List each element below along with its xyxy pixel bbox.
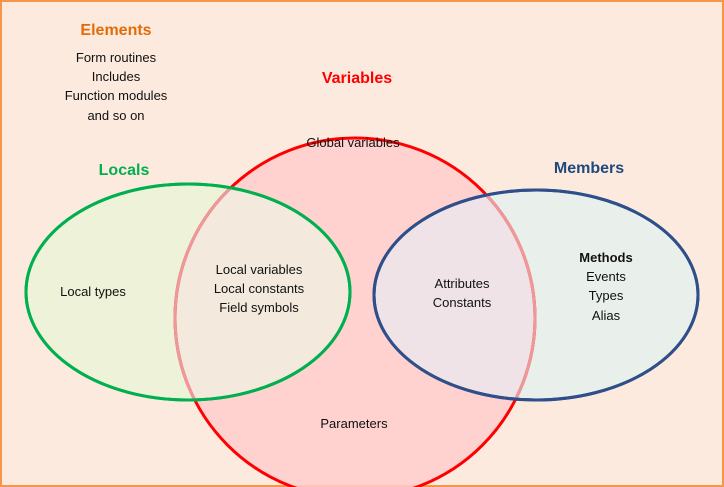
locals-types-label: Local types: [60, 284, 126, 299]
elements-heading: Elements: [80, 22, 151, 39]
locals-overlap-field-symbols: Field symbols: [219, 300, 299, 315]
elements-item-and-so-on: and so on: [87, 108, 144, 123]
variables-parameters-label: Parameters: [320, 416, 388, 431]
elements-item-includes: Includes: [92, 69, 141, 84]
locals-overlap-local-constants: Local constants: [214, 281, 305, 296]
elements-item-function-modules: Function modules: [65, 88, 168, 103]
variables-global-label: Global variables: [306, 135, 400, 150]
members-item-events: Events: [586, 269, 626, 284]
variables-heading: Variables: [322, 70, 392, 87]
members-overlap-attributes: Attributes: [435, 276, 490, 291]
members-item-methods: Methods: [579, 250, 632, 265]
locals-ellipse-outline-front: [24, 182, 352, 402]
locals-overlap-local-variables: Local variables: [216, 262, 303, 277]
members-overlap-constants: Constants: [433, 295, 492, 310]
locals-heading: Locals: [99, 162, 150, 179]
members-variables-overlap: [374, 190, 535, 400]
members-item-types: Types: [589, 288, 624, 303]
members-item-alias: Alias: [592, 308, 621, 323]
elements-item-form-routines: Form routines: [76, 50, 157, 65]
members-ellipse-outline-front: [372, 188, 700, 402]
locals-variables-overlap: [175, 184, 350, 400]
variables-circle-inner-outline: [173, 184, 537, 400]
members-heading: Members: [554, 160, 624, 177]
